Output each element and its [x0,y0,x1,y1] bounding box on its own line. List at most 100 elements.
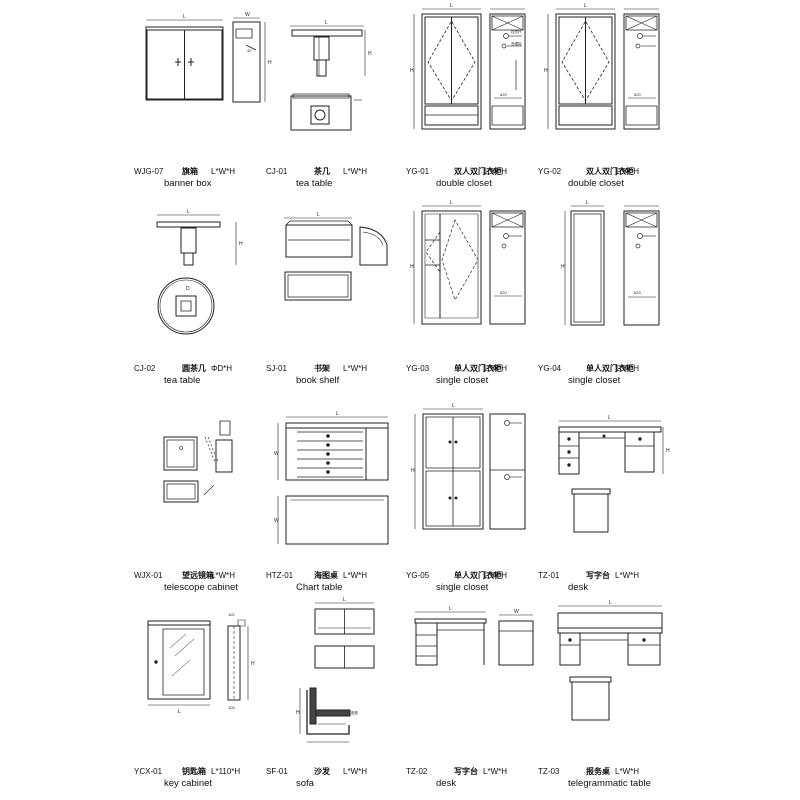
annotation-hanger-note: 挂衣杆 [511,29,522,34]
item-dimension-spec: L*W*H [343,571,368,580]
dimension-label-h: H [296,710,300,716]
item-english-name: single closet [568,375,621,386]
item-code: CJ-02 [134,364,156,373]
dimension-label-l: L [584,3,587,9]
dimension-label-l: L [586,200,589,206]
item-dimension-spec: L*W*H [615,364,640,373]
drawing-telegrammatic-table [558,606,662,720]
item-chinese-name: 书架 [314,364,330,373]
dimension-label-h: H [251,661,255,667]
dimension-label-l: L [336,411,339,417]
item-chinese-name: 旗箱 [182,167,198,176]
dimension-label-h: H [368,51,372,57]
item-chinese-name: 单人双门衣柜 [454,571,502,580]
item-dimension-spec: L*W*H [483,364,508,373]
item-chinese-name: 双人双门衣柜 [454,167,502,176]
dimension-label-l: L [452,403,455,409]
item-dimension-spec: L*W*H [615,571,640,580]
item-chinese-name: 圆茶几 [182,364,206,373]
dimension-label-h: H [410,68,414,74]
item-english-name: desk [568,582,589,593]
drawing-key-cabinet: 110 100 [148,612,248,710]
drawing-single-closet-yg05 [415,409,525,529]
item-english-name: sofa [296,778,314,789]
item-english-name: single closet [436,582,489,593]
item-code: YCX-01 [134,767,163,776]
item-dimension-spec: L*W*H [483,571,508,580]
item-code: TZ-02 [406,767,428,776]
item-dimension-spec: L*110*H [211,767,241,776]
caption-15: TZ-02 写字台 L*W*H desk [406,766,556,789]
item-dimension-spec: L*W*H [211,571,236,580]
dimension-label-h: H [666,448,670,454]
item-dimension-spec: L*W*H [343,167,368,176]
svg-text:620: 620 [500,92,507,97]
drawing-desk-tz01 [559,421,663,532]
item-chinese-name: 海图桌 [314,571,338,580]
item-code: YG-03 [406,364,430,373]
dimension-label-l: L [343,597,346,603]
annotation-hook-note: 衣帽钩 [511,41,522,46]
dimension-label-l: L [608,415,611,421]
item-code: SJ-01 [266,364,287,373]
item-code: SF-01 [266,767,288,776]
dimension-label-h: H [561,264,565,270]
drawing-single-closet-yg03: 620 [414,206,525,324]
dimension-label-h: H [268,60,272,66]
item-dimension-spec: ΦD*H [211,364,233,373]
item-english-name: tea table [296,178,333,189]
item-code: YG-04 [538,364,562,373]
item-english-name: telegrammatic table [568,778,651,789]
drawing-telescope-cabinet [164,421,232,502]
item-english-name: desk [436,778,457,789]
item-code: WJG-07 [134,167,164,176]
item-english-name: book shelf [296,375,340,386]
dimension-label-l: L [183,14,186,20]
item-chinese-name: 写字台 [454,767,478,776]
drawing-single-closet-yg04: 620 [565,206,659,325]
item-code: HTZ-01 [266,571,294,580]
drawing-sofa [300,603,374,742]
dimension-label-w: W [514,609,519,615]
item-english-name: double closet [568,178,624,189]
item-chinese-name: 单人双门衣柜 [586,364,634,373]
drawing-double-closet-yg02: 620 [548,9,659,129]
item-chinese-name: 钥匙箱 [182,767,206,776]
dimension-label-l: L [178,709,181,715]
annotation-seat-note: 座垫 [351,710,359,715]
drawing-tea-table-cj01 [290,26,365,130]
item-dimension-spec: L*W*H [483,167,508,176]
item-dimension-spec: L*W*H [483,767,508,776]
dimension-label-w: W [274,518,279,524]
drawing-book-shelf [284,218,387,300]
item-dimension-spec: L*W*H [615,167,640,176]
dimension-label-h: H [544,68,548,74]
svg-text:620: 620 [500,290,507,295]
dimension-label-l: L [325,20,328,26]
item-chinese-name: 茶几 [314,167,330,176]
item-code: YG-02 [538,167,562,176]
drawing-banner-box: 40 [146,18,265,102]
caption-2: CJ-01 茶几 L*W*H tea table [266,166,416,189]
dimension-label-w: W [274,451,279,457]
dimension-label-l: L [449,606,452,612]
drawing-chart-table [278,417,388,544]
svg-text:100: 100 [228,705,235,710]
drawing-round-tea-table [157,215,236,334]
item-chinese-name: 双人双门衣柜 [586,167,634,176]
item-code: CJ-01 [266,167,288,176]
item-english-name: telescope cabinet [164,582,238,593]
item-english-name: banner box [164,178,212,189]
item-code: YG-01 [406,167,430,176]
item-code: YG-05 [406,571,430,580]
